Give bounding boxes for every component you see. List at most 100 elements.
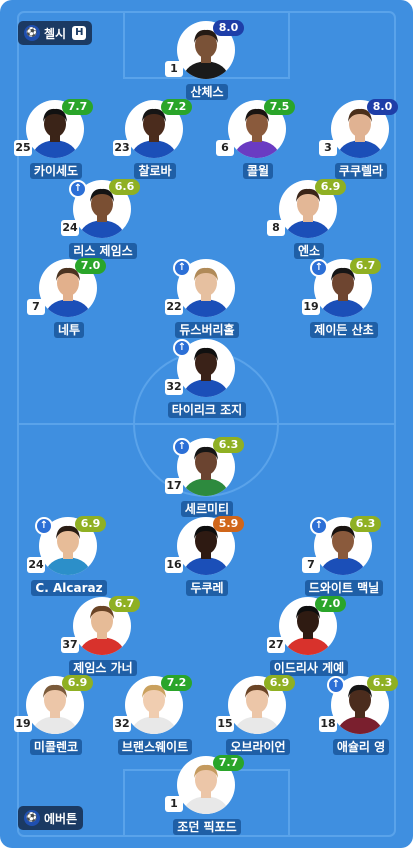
player-name-wrap: 듀스버리홀 (147, 319, 267, 338)
substitution-arrow-icon: ↑ (310, 517, 328, 535)
player-card-mcneil[interactable]: 6.3 ↑ 7 드와이트 맥닐 (284, 516, 404, 597)
player-card-dewsbury[interactable]: ↑ 22 듀스버리홀 (147, 259, 267, 339)
player-number: 18 (319, 716, 337, 732)
player-name: 네투 (53, 322, 85, 338)
player-number: 22 (165, 299, 183, 315)
player-name-wrap: 산체스 (147, 81, 267, 100)
player-name-wrap: 브랜스웨이트 (95, 736, 215, 755)
player-name-wrap: 두쿠레 (147, 577, 267, 596)
player-number: 19 (302, 299, 320, 315)
player-name: 산체스 (186, 84, 228, 100)
player-number: 7 (27, 299, 45, 315)
player-name-wrap: 애슐리 영 (301, 736, 413, 755)
player-card-young[interactable]: 6.3 ↑ 18 애슐리 영 (301, 675, 413, 756)
player-photo (279, 597, 337, 655)
player-card-sermetti[interactable]: 6.3 ↑ 17 세르미티 (147, 437, 267, 518)
everton-crest-icon: ⚽ (24, 810, 40, 826)
substitution-arrow-icon: ↑ (173, 259, 191, 277)
player-name-wrap: 조던 픽포드 (147, 816, 267, 835)
player-number: 37 (61, 637, 79, 653)
player-name: 리스 제임스 (69, 243, 137, 259)
player-name: 듀스버리홀 (175, 322, 239, 338)
player-card-neto[interactable]: 7.0↑7네투 (9, 258, 129, 339)
player-rating: 6.9 (75, 516, 106, 532)
player-rating: 7.0 (315, 596, 346, 612)
player-number: 15 (216, 716, 234, 732)
player-rating: 5.9 (213, 516, 244, 532)
player-rating: 8.0 (367, 99, 398, 115)
player-card-colwill[interactable]: 7.5↑6콜윌 (198, 99, 318, 180)
player-rating: 7.2 (161, 99, 192, 115)
player-number: 23 (113, 140, 131, 156)
player-name: 찰로바 (134, 163, 176, 179)
player-rating: 6.3 (350, 516, 381, 532)
home-team-badge: ⚽ 첼시 H (18, 21, 93, 45)
player-photo (26, 100, 84, 158)
player-name-wrap: 세르미티 (147, 498, 267, 517)
player-name: 콜윌 (242, 163, 274, 179)
player-number: 7 (302, 557, 320, 573)
player-rating: 6.3 (213, 437, 244, 453)
away-team-name: 에버튼 (44, 811, 78, 826)
player-name: 제임스 가너 (69, 660, 137, 676)
player-name: 드와이트 맥닐 (304, 580, 384, 596)
player-number: 24 (27, 557, 45, 573)
substitution-arrow-icon: ↑ (173, 339, 191, 357)
player-number: 17 (165, 478, 183, 494)
player-name: 두쿠레 (186, 580, 228, 596)
substitution-arrow-icon: ↑ (173, 438, 191, 456)
player-rating: 6.3 (367, 675, 398, 691)
player-number: 3 (319, 140, 337, 156)
player-number: 6 (216, 140, 234, 156)
player-number: 1 (165, 61, 183, 77)
player-name: 제이든 산초 (310, 322, 378, 338)
player-number: 27 (267, 637, 285, 653)
player-rating: 6.7 (109, 596, 140, 612)
player-rating: 7.0 (75, 258, 106, 274)
player-name: 미콜렌코 (29, 739, 83, 755)
player-name-wrap: 카이세도 (0, 160, 116, 179)
player-name: 이드리사 게예 (269, 660, 349, 676)
player-photo (177, 517, 235, 575)
player-number: 19 (14, 716, 32, 732)
substitution-arrow-icon: ↑ (327, 676, 345, 694)
player-name-wrap: 제임스 가너 (43, 657, 163, 676)
player-rating: 8.0 (213, 20, 244, 36)
player-name: 세르미티 (180, 501, 234, 517)
player-name: 엔소 (293, 243, 325, 259)
player-name: 타이리크 조지 (167, 402, 247, 418)
player-name: C. Alcaraz (31, 580, 107, 596)
player-name-wrap: 엔소 (249, 240, 369, 259)
chelsea-crest-icon: ⚽ (24, 25, 40, 41)
player-card-enzo[interactable]: 6.9↑8엔소 (249, 179, 369, 260)
player-name: 오브라이언 (226, 739, 290, 755)
player-card-pickford[interactable]: 7.7↑1조던 픽포드 (147, 755, 267, 836)
player-name-wrap: 타이리크 조지 (147, 399, 267, 418)
player-rating: 7.2 (161, 675, 192, 691)
player-photo (73, 180, 131, 238)
player-rating: 6.9 (264, 675, 295, 691)
player-name: 브랜스웨이트 (117, 739, 193, 755)
player-name-wrap: 제이든 산초 (284, 319, 404, 338)
player-name-wrap: 쿠쿠렐라 (301, 160, 413, 179)
away-team-badge: ⚽ 에버튼 (18, 806, 84, 830)
player-number: 16 (165, 557, 183, 573)
player-name: 조던 픽포드 (173, 819, 241, 835)
player-name-wrap: 찰로바 (95, 160, 215, 179)
player-name: 쿠쿠렐라 (334, 163, 388, 179)
player-rating: 6.9 (62, 675, 93, 691)
